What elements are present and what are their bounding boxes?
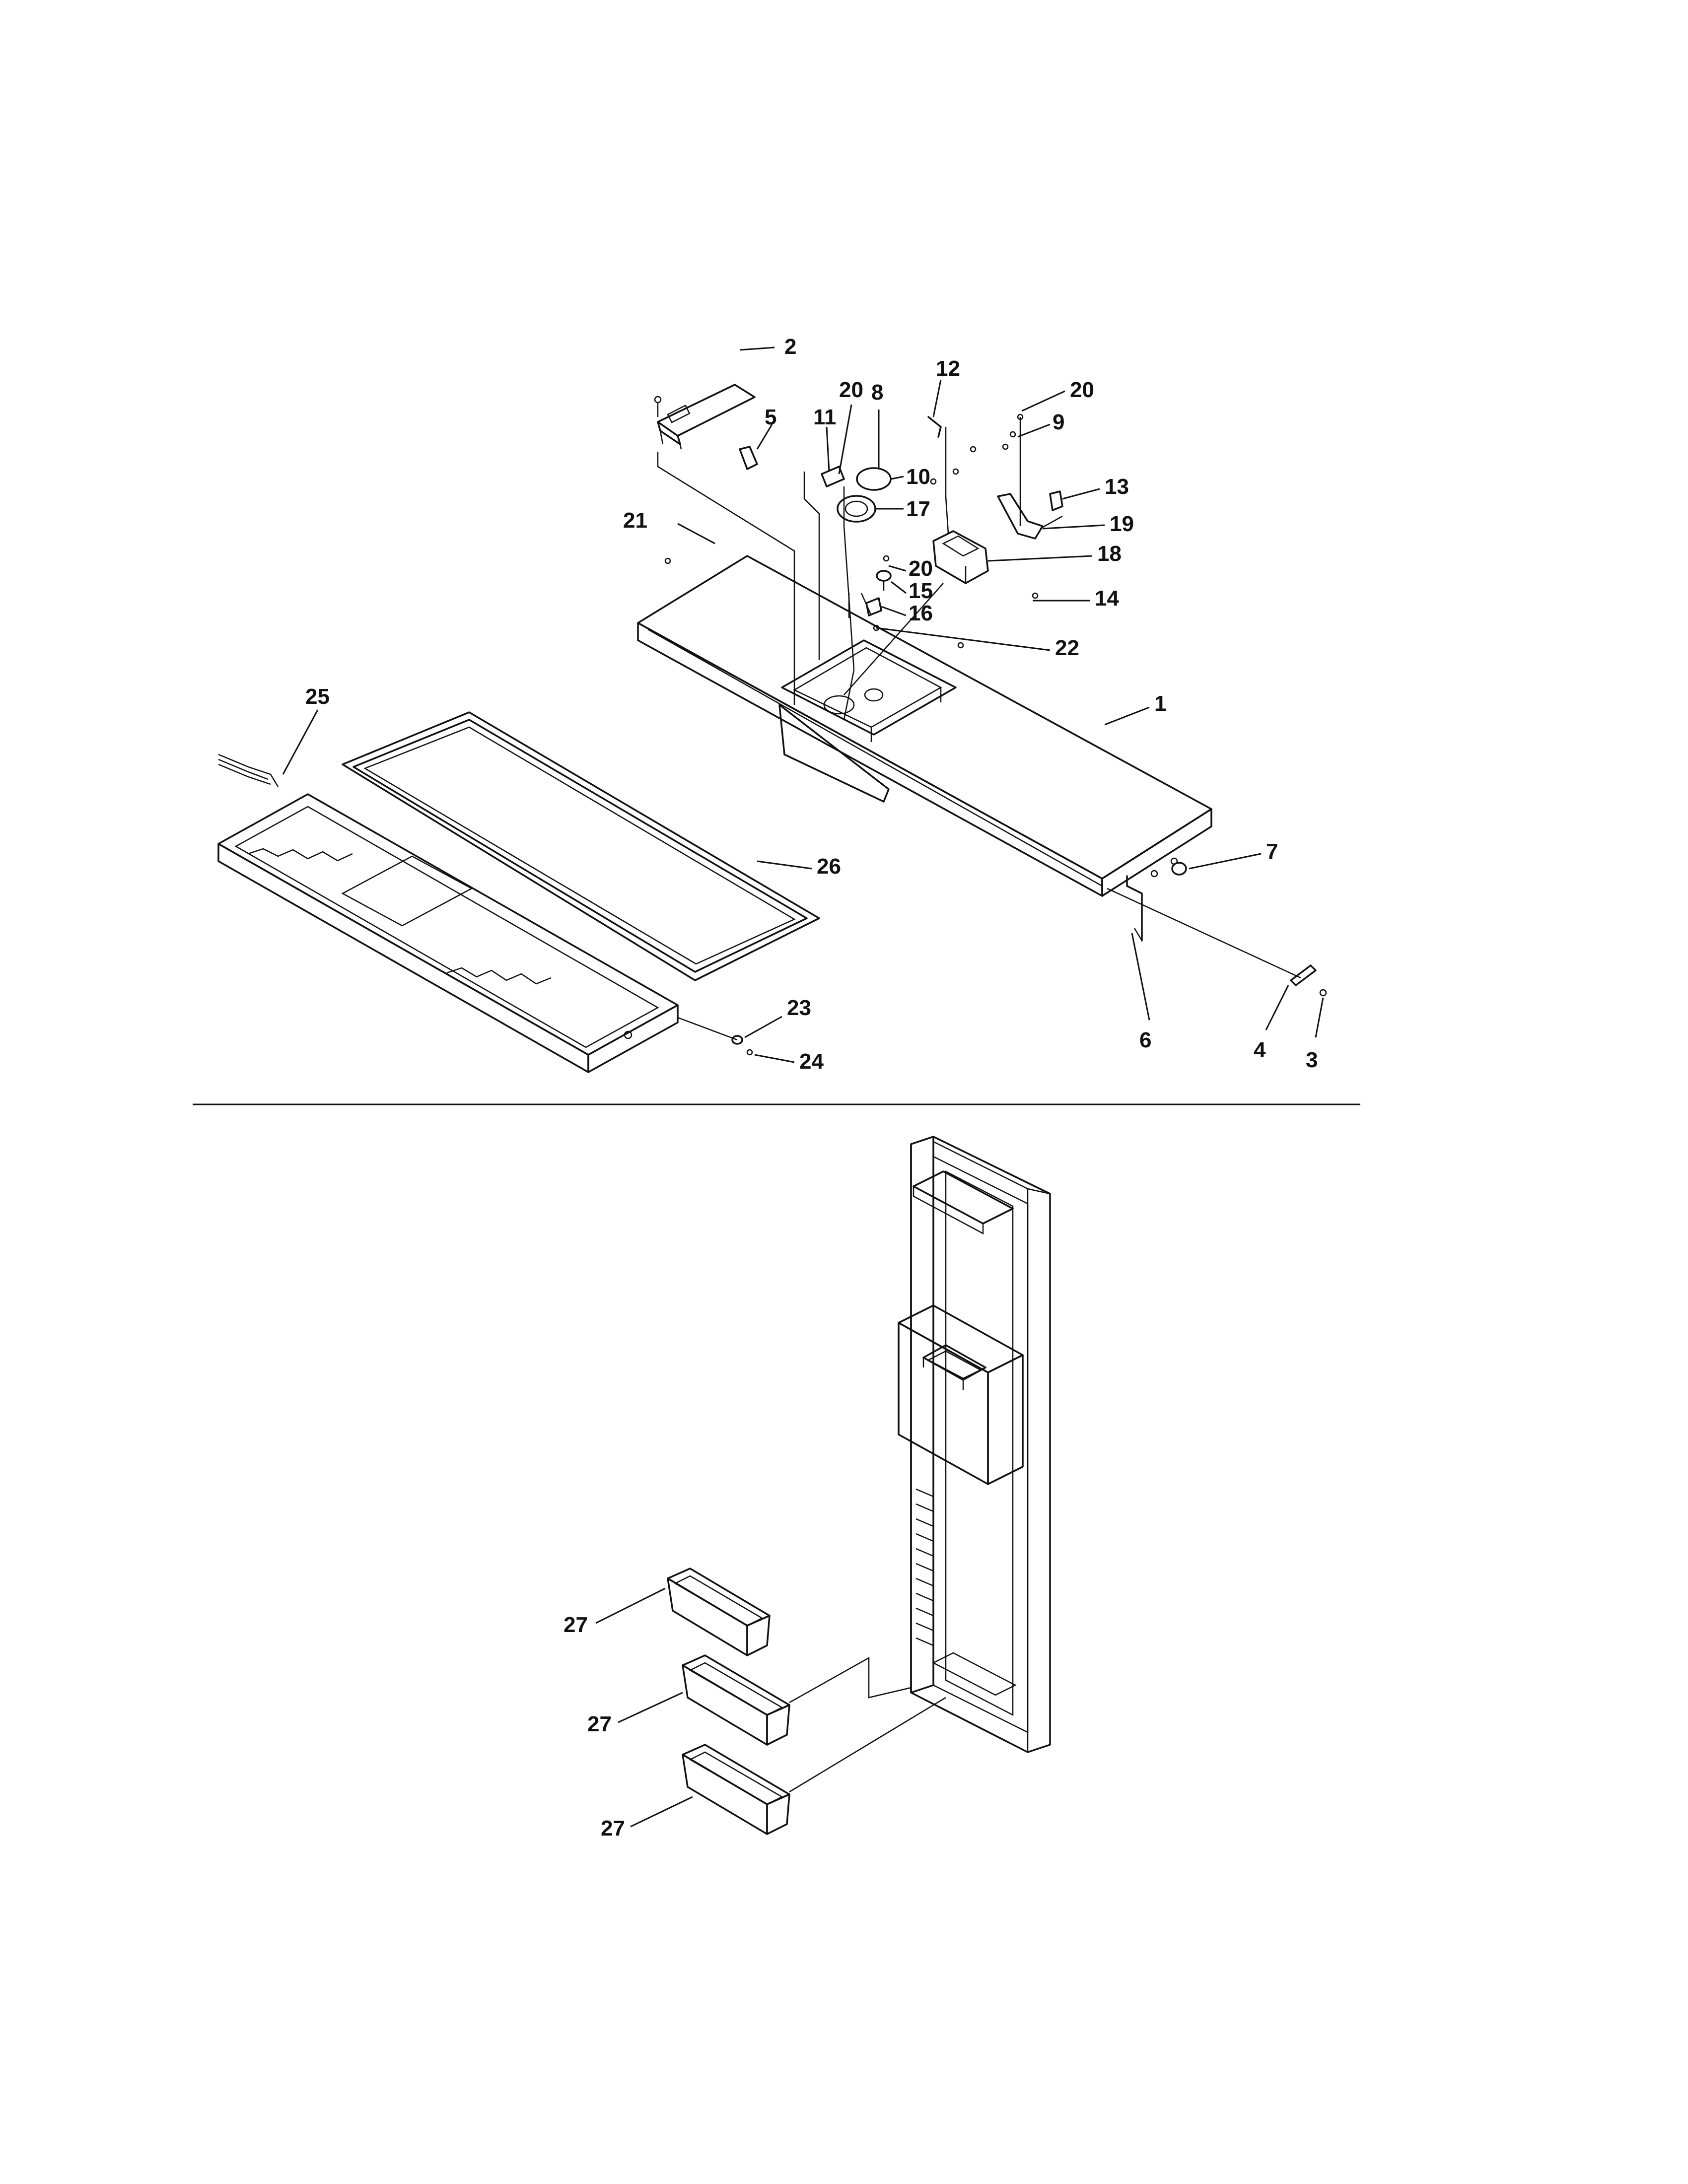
assembly-lines-bottom [789,1656,946,1793]
callout-11: 11 [813,405,837,429]
callout-14: 14 [1095,586,1119,611]
callout-26: 26 [817,854,841,879]
callout-13: 13 [1105,475,1129,499]
callout-17: 17 [906,497,930,521]
callout-6: 6 [1139,1028,1151,1052]
screw-part-23 [731,1035,743,1045]
callout-7: 7 [1266,839,1278,864]
door-panel-part-1 [637,555,1212,897]
dispenser-cavity [781,639,957,742]
door-bin-part-27-top [667,1568,771,1656]
motor-part-10 [856,467,892,491]
callout-16: 16 [909,601,933,625]
clip-part-13 [1049,490,1063,511]
bracket-part-11 [821,466,845,487]
shelf-rails [915,1488,934,1646]
gear-part-17 [837,495,876,523]
callout-10: 10 [906,465,930,489]
alignment-line-23 [677,1017,738,1041]
switch-part-15 [876,570,892,591]
washer-part-24 [746,1049,753,1056]
screws [664,413,1039,649]
callout-20-upper-right: 20 [1070,378,1094,402]
door-bin-part-27-bottom [682,1744,790,1835]
control-cover-part-2 [654,384,756,450]
callout-27-bottom: 27 [601,1816,625,1841]
callout-4: 4 [1254,1038,1266,1062]
wire-part-12 [927,416,942,438]
assembly-lines-top [657,417,1301,979]
actuator-part-19 [997,493,1044,540]
callout-2: 2 [784,335,796,359]
door-liner-part-25 [217,753,679,1073]
callout-1: 1 [1154,691,1166,716]
hinge-part-4 [1290,964,1317,986]
freezer-door [898,1136,1051,1753]
callout-18: 18 [1097,542,1122,566]
callout-22: 22 [1055,636,1079,660]
callout-9: 9 [1053,410,1064,434]
callout-21: 21 [623,508,647,533]
callout-19: 19 [1110,512,1134,536]
callout-27-top: 27 [563,1613,588,1637]
callout-12: 12 [936,356,960,381]
solenoid-part-18 [932,530,989,584]
door-bin-part-27-middle [682,1654,790,1746]
gasket-part-26 [342,711,820,981]
callout-23: 23 [787,996,811,1020]
callout-27-middle: 27 [587,1712,612,1736]
callout-labels: 2 5 20 11 8 12 20 9 10 17 13 19 21 18 20… [305,335,1318,1841]
screw-part-3 [1319,989,1327,997]
callout-24: 24 [799,1049,824,1074]
hinge-pin-part-6 [1126,875,1143,942]
callout-20-middle: 20 [909,556,933,581]
leader-lines-bottom [595,1587,693,1828]
callout-8: 8 [871,380,883,405]
spring-part-16 [865,597,882,616]
callout-3: 3 [1306,1048,1318,1072]
callout-25: 25 [305,684,330,709]
leader-lines-top [282,346,1324,1063]
callout-5: 5 [765,405,776,429]
plug-part-7 [1171,862,1187,876]
callout-15: 15 [909,579,933,603]
callout-20-upper-left: 20 [839,378,863,402]
lever-part-5 [739,446,758,470]
